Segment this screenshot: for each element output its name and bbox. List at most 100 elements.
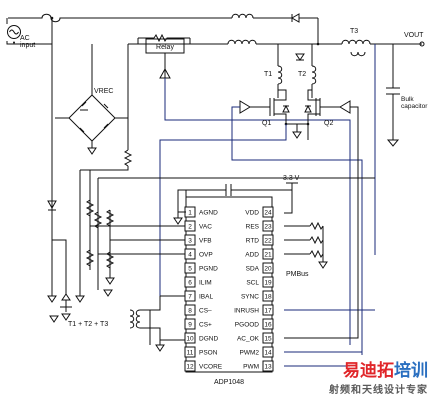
vout-label: VOUT (404, 32, 424, 39)
watermark-main-b: 培训 (394, 361, 428, 381)
ic-pin-name: PGND (199, 266, 218, 273)
watermark-main-a: 易迪拓 (343, 361, 394, 381)
q1-label: Q1 (262, 120, 271, 127)
ic-pin-name: SCL (246, 280, 259, 287)
ic-pin-name: PSON (199, 350, 218, 357)
ic-pin-number: 5 (188, 266, 192, 273)
ic-pin-box-right (262, 304, 274, 316)
ic-pin-number: 12 (186, 364, 194, 371)
ic-pin-box-right (262, 360, 274, 372)
ic-pin-name: SYNC (241, 294, 259, 301)
ic-pin-number: 13 (264, 364, 272, 371)
diode-top (290, 13, 300, 23)
ic-pin-number: 21 (264, 252, 272, 259)
watermark: 易迪拓培训 射频和天线设计专家 (329, 356, 428, 396)
ic-pin-name: VDD (245, 210, 259, 217)
ic-pin-box-right (262, 262, 274, 274)
ic-pin-number: 4 (188, 252, 192, 259)
decoupling-capacitor (225, 184, 232, 196)
transformer-t1 (277, 65, 283, 85)
current-sense-transformer (129, 309, 135, 329)
inductor-upper (231, 13, 254, 19)
ic-name-label: ADP1048 (214, 379, 244, 386)
ic-pin-box-right (262, 290, 274, 302)
ic-pin-box-right (262, 206, 274, 218)
ic-pin-number: 9 (188, 322, 192, 329)
ic-pin-name: RTD (246, 238, 260, 245)
ic-pin-box-right (262, 220, 274, 232)
ic-pin-name: CS+ (199, 322, 212, 329)
ic-pin-box-right (262, 318, 274, 330)
inductor-t3 (341, 39, 371, 45)
ac-input-label-2: input (20, 42, 35, 49)
ic-pin-number: 20 (264, 266, 272, 273)
bulk-label-2: capacitor (401, 103, 428, 110)
ic-pin-number: 23 (264, 224, 272, 231)
transformers-label: T1 + T2 + T3 (68, 321, 108, 328)
ic-pin-box-left (184, 248, 196, 260)
t2-label: T2 (298, 71, 306, 78)
transformer-t2 (311, 65, 317, 85)
bulk-capacitor (386, 44, 400, 140)
watermark-sub: 射频和天线设计专家 (329, 385, 428, 396)
ic-pin-name: SDA (246, 266, 260, 273)
ic-pin-name: PWM2 (240, 350, 260, 357)
ic-pin-box-left (184, 360, 196, 372)
ic-pin-name: DGND (199, 336, 218, 343)
ic-pin-name: AGND (199, 210, 218, 217)
ic-pin-name: ILIM (199, 280, 212, 287)
ic-pin-box-left (184, 290, 196, 302)
ic-pin-box-left (184, 318, 196, 330)
ic-pin-box-left (184, 346, 196, 358)
ic-pin-number: 8 (188, 308, 192, 315)
ic-pin-name: PWM (243, 364, 259, 371)
ic-pin-number: 15 (264, 336, 272, 343)
ic-pin-name: VCORE (199, 364, 223, 371)
ic-pin-number: 16 (264, 322, 272, 329)
inductor-lower (227, 39, 257, 45)
ic-pin-name: IBAL (199, 294, 213, 301)
ic-pin-name: INRUSH (234, 308, 259, 315)
ic-pin-number: 7 (188, 294, 192, 301)
ic-pin-name: OVP (199, 252, 213, 259)
ic-pin-number: 14 (264, 350, 272, 357)
ic-pin-number: 24 (264, 210, 272, 217)
ic-pin-number: 17 (264, 308, 272, 315)
ic-pin-box-left (184, 234, 196, 246)
ic-pin-number: 3 (188, 238, 192, 245)
ic-pin-box-left (184, 220, 196, 232)
ic-pin-number: 22 (264, 238, 272, 245)
ac-source (7, 25, 21, 44)
ic-pin-name: CS– (199, 308, 212, 315)
mosfet-q1 (239, 89, 290, 126)
ic-pin-name: VAC (199, 224, 212, 231)
pmbus-label: PMBus (286, 271, 309, 278)
ic-pin-box-right (262, 276, 274, 288)
ic-pin-box-left (184, 332, 196, 344)
vout-terminal (419, 41, 425, 47)
ic-pin-box-left (184, 276, 196, 288)
ic-pin-number: 11 (187, 350, 194, 357)
bridge-rectifier (55, 44, 116, 155)
ic-pin-name: AC_OK (237, 336, 260, 343)
vrec-label: VREC (94, 88, 113, 95)
ic-pin-number: 6 (188, 280, 192, 287)
ic-pin-box-right (262, 248, 274, 260)
ac-input-label-1: AC (20, 35, 30, 42)
ic-pin-box-left (184, 304, 196, 316)
ic-pin-box-right (262, 332, 274, 344)
ic-pin-name: ADD (245, 252, 259, 259)
ic-pin-number: 19 (264, 280, 272, 287)
q2-label: Q2 (324, 120, 333, 127)
relay-label: Relay (156, 44, 174, 51)
ic-pin-box-left (184, 262, 196, 274)
ic-pin-box-right (262, 346, 274, 358)
ic-pin-name: PGOOD (235, 322, 260, 329)
v33-label: 3.3 V (283, 175, 300, 182)
bulk-label-1: Bulk (401, 96, 414, 103)
ic-pin-number: 2 (188, 224, 192, 231)
ic-pin-number: 1 (188, 210, 192, 217)
